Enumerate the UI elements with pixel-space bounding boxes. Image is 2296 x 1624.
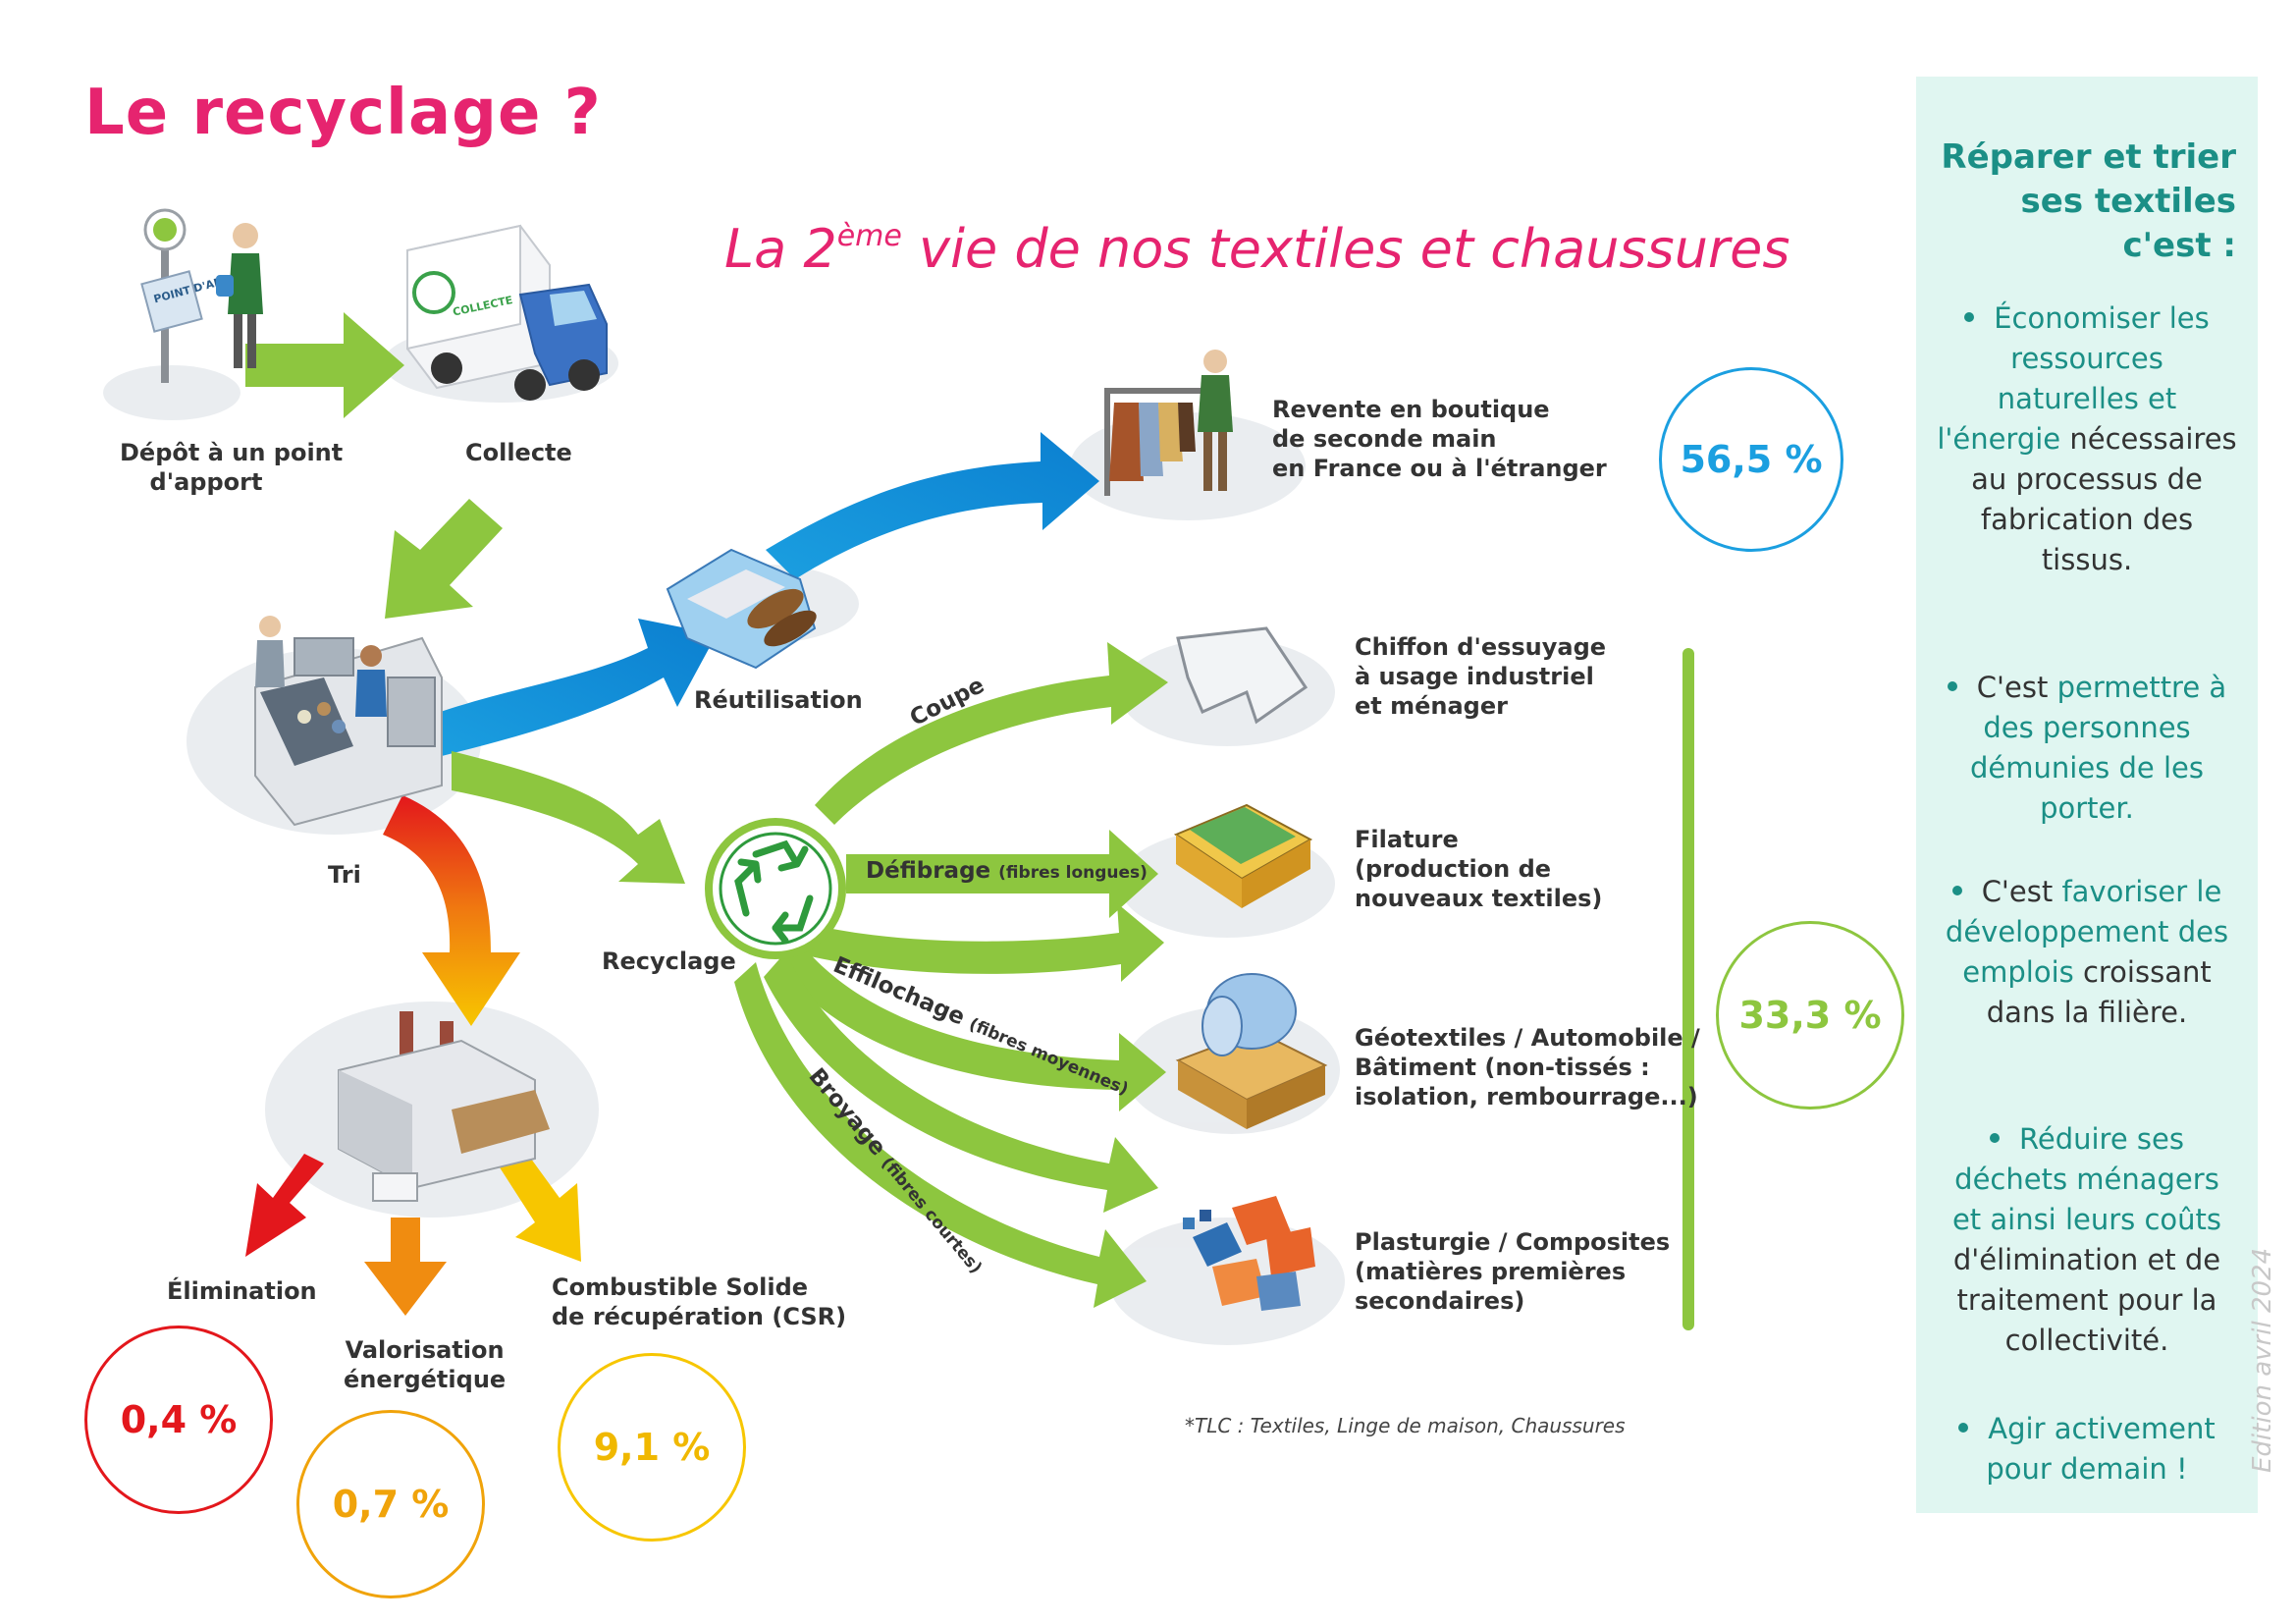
bullet-icon (1951, 886, 1962, 895)
arrow-collecte-tri (385, 499, 503, 619)
label-reutilisation: Réutilisation (694, 686, 863, 714)
bullet-icon (1958, 1423, 1969, 1433)
filature-illustration (1173, 803, 1313, 908)
bullet-icon (1947, 681, 1957, 691)
sidebar-item-emplois: C'est favoriser le développement des emp… (1945, 875, 2229, 1029)
arrow-broyage (734, 962, 1147, 1308)
revente-illustration (1104, 350, 1233, 496)
percent-recycle: 33,3 % (1716, 921, 1904, 1110)
label-collecte: Collecte (465, 439, 572, 466)
reutilisation-illustration (666, 548, 817, 670)
plasturgie-illustration (1183, 1196, 1315, 1311)
label-plasturgie: Plasturgie / Composites(matières premièr… (1355, 1228, 1671, 1315)
arrow-reutilisation-revente (766, 432, 1099, 579)
arrow-defibrage (846, 830, 1158, 918)
bullet-icon (1964, 312, 1975, 322)
edition-date: Edition avril 2024 (2248, 1247, 2277, 1473)
percent-valorisation: 0,7 % (296, 1410, 485, 1598)
chiffon-illustration (1176, 626, 1308, 725)
incineration-plant-illustration (338, 1011, 550, 1202)
collecte-truck-illustration: COLLECTE (406, 224, 608, 401)
depot-illustration: POINT D'APPORT (140, 208, 263, 383)
percent-csr: 9,1 % (558, 1353, 746, 1542)
bullet-icon (1990, 1133, 2001, 1143)
arrow-coupe (815, 642, 1168, 825)
page-title: Le recyclage ? (84, 77, 602, 149)
percent-elimination: 0,4 % (84, 1326, 273, 1514)
arrow-effilochage (780, 943, 1166, 1111)
sidebar-item-economiser: Économiser les ressources naturelles et … (1937, 301, 2237, 576)
label-elimination: Élimination (167, 1277, 317, 1305)
recycle-icon (705, 818, 846, 959)
label-geotextiles: Géotextiles / Automobile /Bâtiment (non-… (1355, 1024, 1700, 1110)
arrow-tri-recyclage (452, 751, 685, 884)
label-tri: Tri (328, 861, 361, 889)
arrow-valorisation (364, 1218, 447, 1316)
arrow-tri-reutilisation (432, 619, 717, 756)
arrow-depot-collecte (245, 312, 404, 418)
recycling-diagram: POINT D'APPORT COLLECTE (103, 208, 1694, 1345)
label-recyclage: Recyclage (602, 947, 736, 975)
sidebar-item-agir: Agir activement pour demain ! (1936, 1409, 2238, 1489)
arrow-tri-valorisation (383, 795, 520, 1026)
label-defibrage: Défibrage (fibres longues) (866, 858, 1148, 884)
arrow-filature2 (795, 903, 1164, 982)
footnote: *TLC : Textiles, Linge de maison, Chauss… (1185, 1414, 1626, 1437)
tri-station-illustration (254, 616, 443, 827)
recycling-bracket (1682, 648, 1694, 1330)
arrow-elimination (245, 1154, 324, 1257)
arrow-geotextiles2 (764, 952, 1158, 1213)
sidebar-item-dechets: Réduire ses déchets ménagers et ainsi le… (1951, 1122, 2222, 1357)
page-subtitle: La 2ème vie de nos textiles et chaussure… (724, 218, 1790, 280)
arrow-csr (491, 1144, 581, 1262)
percent-reuse: 56,5 % (1659, 367, 1843, 552)
sidebar-item-personnes: C'est permettre à des personnes démunies… (1936, 668, 2238, 829)
geotextiles-illustration (1175, 973, 1328, 1129)
